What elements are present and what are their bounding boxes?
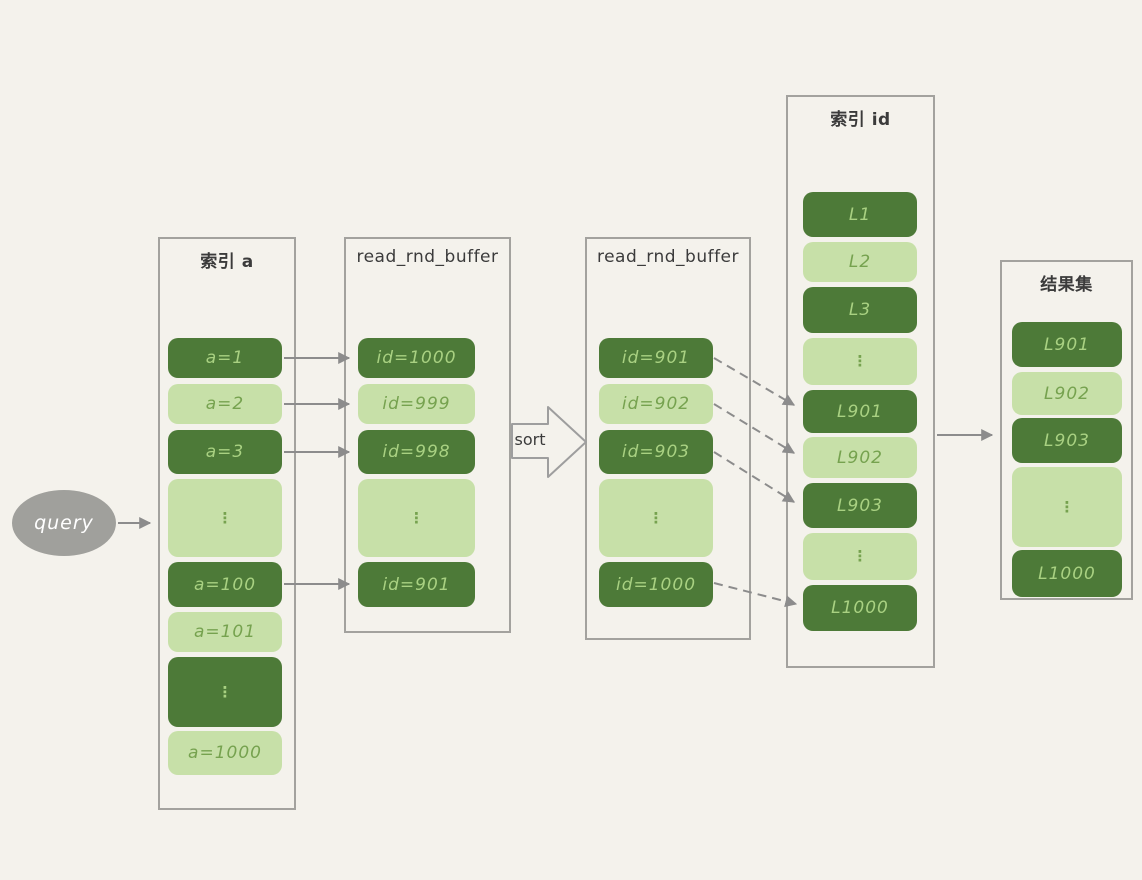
cell-idx-dots-1: ⋮	[803, 338, 917, 385]
index-a-panel: 索引 a a=1 a=2 a=3 ⋮ a=100 a=101 ⋮ a=1000	[158, 237, 296, 810]
cell-buf1-dots: ⋮	[358, 479, 475, 557]
cell-a-1000: a=1000	[168, 731, 282, 775]
result-set-title: 结果集	[1040, 275, 1093, 295]
cell-a-1: a=1	[168, 338, 282, 378]
cell-res-L902: L902	[1012, 372, 1122, 415]
cell-a-101: a=101	[168, 612, 282, 652]
cell-buf1-id-901: id=901	[358, 562, 475, 607]
sort-label: sort	[514, 430, 546, 449]
query-label: query	[34, 512, 94, 534]
cell-a-100: a=100	[168, 562, 282, 607]
cell-buf2-dots: ⋮	[599, 479, 713, 557]
cell-a-2: a=2	[168, 384, 282, 424]
cell-a-3: a=3	[168, 430, 282, 474]
cell-res-dots: ⋮	[1012, 467, 1122, 547]
index-a-title: 索引 a	[200, 252, 254, 272]
cell-buf2-id-903: id=903	[599, 430, 713, 474]
cell-idx-L1000: L1000	[803, 585, 917, 631]
cell-res-L901: L901	[1012, 322, 1122, 367]
cell-idx-L2: L2	[803, 242, 917, 282]
cell-buf1-id-1000: id=1000	[358, 338, 475, 378]
cell-buf2-id-902: id=902	[599, 384, 713, 424]
cell-buf2-id-1000: id=1000	[599, 562, 713, 607]
cell-idx-L3: L3	[803, 287, 917, 333]
cell-buf2-id-901: id=901	[599, 338, 713, 378]
cell-buf1-id-999: id=999	[358, 384, 475, 424]
cell-idx-L903: L903	[803, 483, 917, 528]
cell-res-L1000: L1000	[1012, 550, 1122, 597]
cell-a-dots-1: ⋮	[168, 479, 282, 557]
cell-idx-dots-2: ⋮	[803, 533, 917, 580]
cell-idx-L1: L1	[803, 192, 917, 237]
cell-res-L903: L903	[1012, 418, 1122, 463]
index-id-title: 索引 id	[830, 110, 891, 130]
result-set-panel: 结果集 L901 L902 L903 ⋮ L1000	[1000, 260, 1133, 600]
read-rnd-buffer-title: read_rnd_buffer	[356, 247, 499, 267]
cell-idx-L902: L902	[803, 437, 917, 478]
cell-buf1-id-998: id=998	[358, 430, 475, 474]
read-rnd-buffer-sorted-panel: read_rnd_buffer id=901 id=902 id=903 ⋮ i…	[585, 237, 751, 640]
read-rnd-buffer-sorted-title: read_rnd_buffer	[596, 247, 740, 267]
cell-idx-L901: L901	[803, 390, 917, 433]
index-id-panel: 索引 id L1 L2 L3 ⋮ L901 L902 L903 ⋮ L1000	[786, 95, 935, 668]
cell-a-dots-2: ⋮	[168, 657, 282, 727]
read-rnd-buffer-panel: read_rnd_buffer id=1000 id=999 id=998 ⋮ …	[344, 237, 511, 633]
query-node: query	[12, 490, 116, 556]
